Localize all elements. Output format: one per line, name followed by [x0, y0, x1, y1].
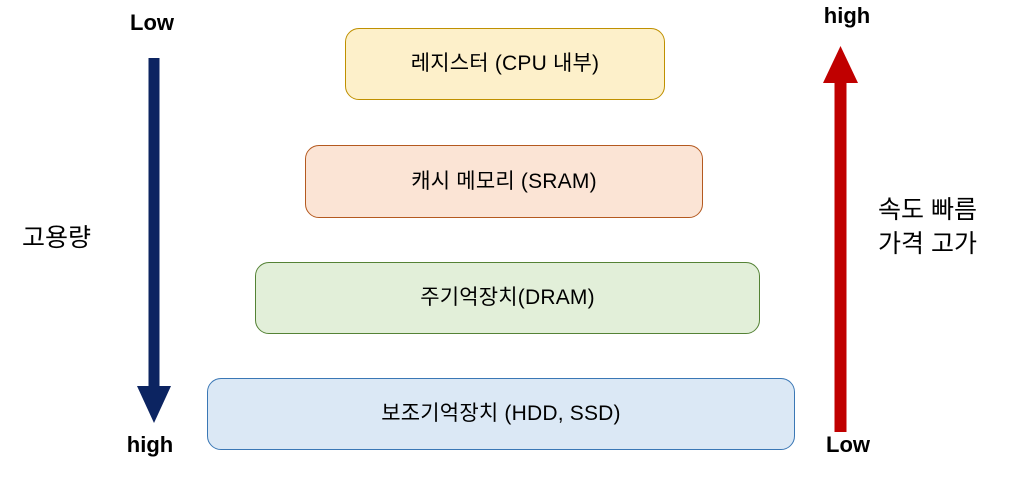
memory-level-storage[interactable]: 보조기억장치 (HDD, SSD) — [207, 378, 795, 450]
memory-level-label: 레지스터 (CPU 내부) — [410, 52, 600, 76]
memory-level-cache[interactable]: 캐시 메모리 (SRAM) — [305, 145, 703, 218]
memory-level-label: 보조기억장치 (HDD, SSD) — [381, 402, 621, 426]
memory-level-dram[interactable]: 주기억장치(DRAM) — [255, 262, 760, 334]
left-axis-bottom-label: high — [126, 432, 174, 457]
right-axis-caption-line2: 가격 고가 — [878, 229, 977, 258]
down-arrow-icon — [137, 58, 171, 423]
memory-level-label: 주기억장치(DRAM) — [420, 286, 595, 310]
memory-level-label: 캐시 메모리 (SRAM) — [411, 169, 597, 193]
right-axis-caption: 속도 빠름 가격 고가 — [878, 194, 977, 262]
right-axis-caption-line1: 속도 빠름 — [878, 196, 977, 224]
right-axis-bottom-label: Low — [826, 432, 870, 457]
left-axis-caption: 고용량 — [22, 224, 92, 252]
left-axis-top-label: Low — [130, 10, 174, 35]
right-axis-top-label: high — [823, 3, 871, 28]
up-arrow-icon — [823, 46, 858, 432]
memory-level-register[interactable]: 레지스터 (CPU 내부) — [345, 28, 665, 100]
